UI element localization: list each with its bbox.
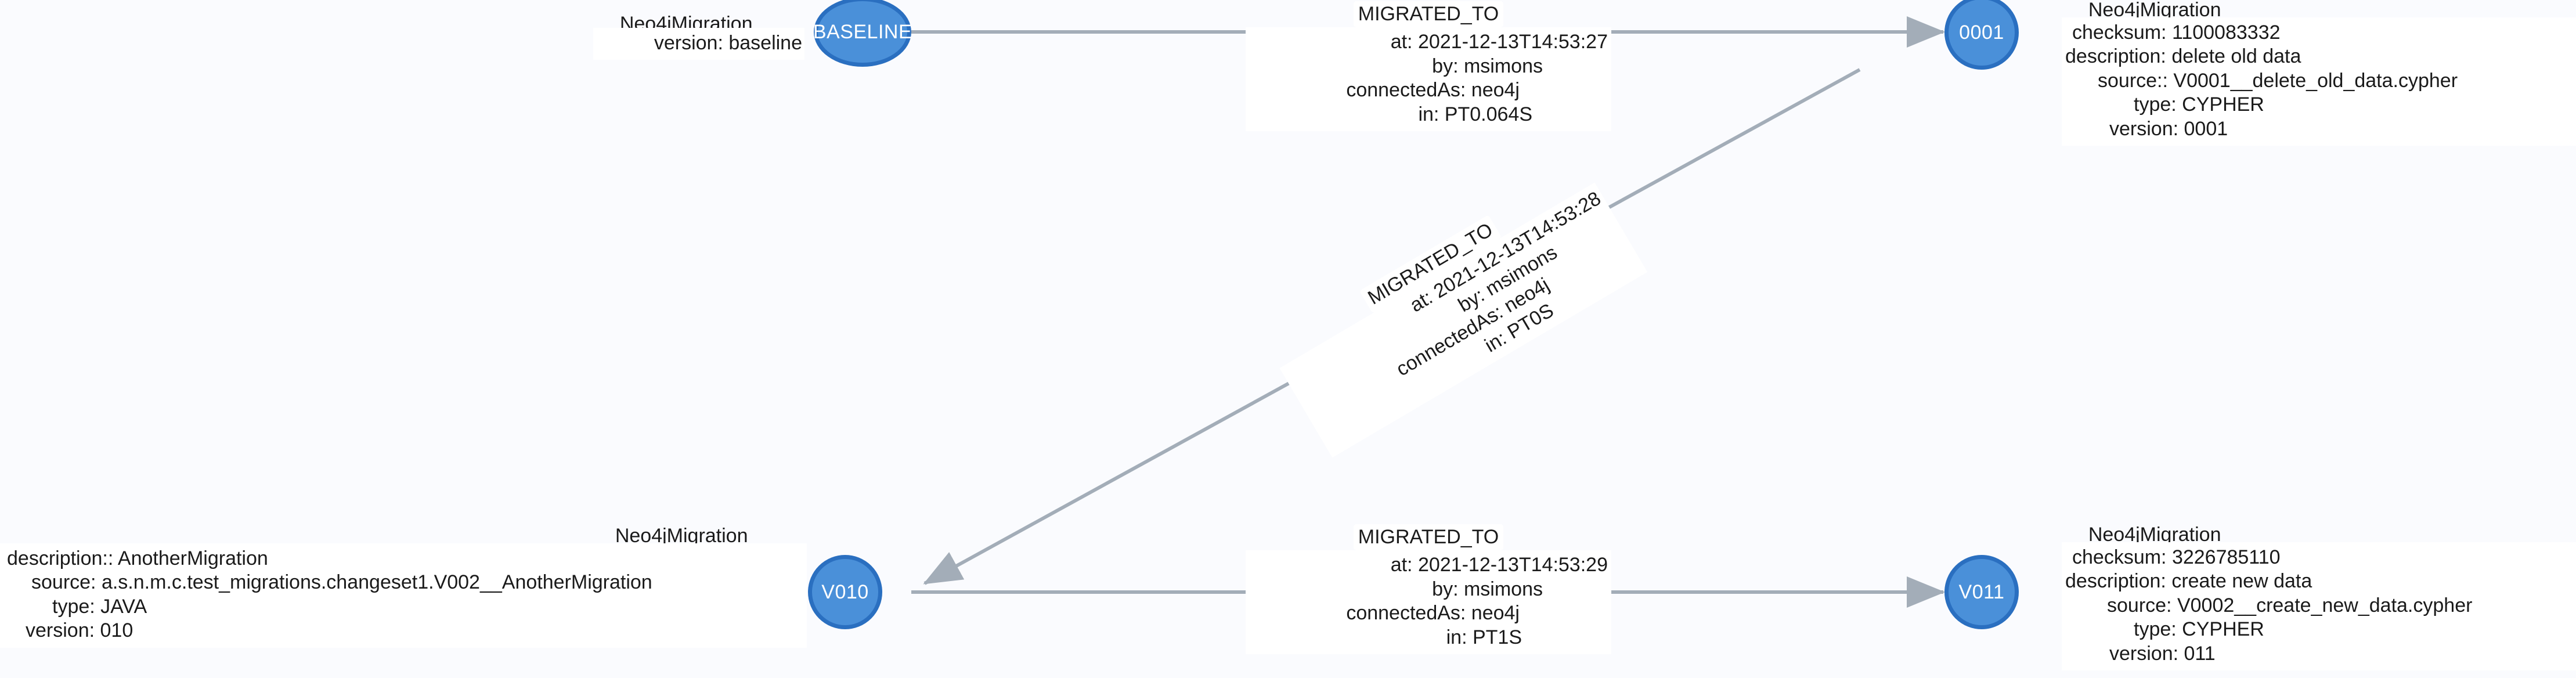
relationship-label-v010-v011[interactable]: MIGRATED_TO at: 2021-12-13T14:53:29 by: …	[1246, 524, 1611, 655]
relationship-property-line: connectedAs: neo4j	[1346, 79, 1520, 102]
node-v010-properties: description:: AnotherMigration source: a…	[0, 543, 807, 648]
relationship-properties: at: 2021-12-13T14:53:27 by: msimons conn…	[1246, 27, 1611, 132]
property-line: version: baseline	[654, 32, 802, 54]
node-v010-label-text: __Neo4jMigration	[593, 525, 748, 547]
node-baseline-caption: BASELINE	[813, 20, 912, 43]
property-line: description: delete old data	[2065, 45, 2301, 68]
relationship-type: MIGRATED_TO	[1353, 524, 1504, 551]
property-line: description: create new data	[2065, 570, 2312, 593]
relationship-label-baseline-0001[interactable]: MIGRATED_TO at: 2021-12-13T14:53:27 by: …	[1246, 1, 1611, 132]
node-v010-caption: V010	[821, 580, 869, 603]
property-line: version: 011	[2109, 642, 2216, 665]
node-0001-caption: 0001	[1959, 21, 2004, 44]
property-line: version: 010	[26, 619, 134, 642]
relationship-properties: at: 2021-12-13T14:53:29 by: msimons conn…	[1246, 550, 1611, 655]
node-baseline-properties: version: baseline	[593, 28, 804, 60]
property-line: type: CYPHER	[2134, 618, 2264, 641]
node-v011-label-text: __Neo4jMigration	[2066, 524, 2221, 546]
property-line: checksum: 1100083332	[2072, 21, 2281, 44]
relationship-label-0001-v010[interactable]: MIGRATED_TO at: 2021-12-13T14:53:28 by: …	[1267, 160, 1648, 458]
property-line: checksum: 3226785110	[2072, 546, 2281, 568]
node-0001[interactable]: 0001	[1944, 0, 2019, 70]
relationship-type-wrap: MIGRATED_TO	[1246, 524, 1611, 551]
relationship-type-wrap: MIGRATED_TO	[1246, 1, 1611, 28]
property-line: source:: V0001__delete_old_data.cypher	[2098, 69, 2458, 92]
property-line: type: JAVA	[52, 595, 147, 618]
property-line: version: 0001	[2109, 117, 2228, 140]
property-line: source: V0002__create_new_data.cypher	[2107, 594, 2473, 616]
node-v011[interactable]: V011	[1944, 555, 2019, 629]
relationship-property-line: at: 2021-12-13T14:53:27	[1390, 31, 1608, 53]
node-v011-caption: V011	[1958, 580, 2005, 603]
node-v010[interactable]: V010	[808, 555, 882, 629]
relationship-property-line: connectedAs: neo4j	[1346, 602, 1520, 625]
relationship-property-line: by: msimons	[1432, 55, 1543, 77]
node-0001-label-text: __Neo4jMigration	[2066, 0, 2221, 21]
relationship-property-line: in: PT0.064S	[1418, 103, 1532, 125]
property-line: description:: AnotherMigration	[7, 547, 268, 569]
node-baseline[interactable]: BASELINE	[813, 0, 912, 67]
property-line: source: a.s.n.m.c.test_migrations.change…	[31, 571, 652, 594]
node-v011-properties: checksum: 3226785110 description: create…	[2062, 542, 2576, 671]
relationship-property-line: in: PT1S	[1446, 626, 1522, 648]
relationship-property-line: by: msimons	[1432, 578, 1543, 600]
relationship-property-line: at: 2021-12-13T14:53:29	[1390, 554, 1608, 576]
property-line: type: CYPHER	[2134, 93, 2264, 116]
node-0001-properties: checksum: 1100083332 description: delete…	[2062, 17, 2576, 146]
relationship-type: MIGRATED_TO	[1353, 1, 1504, 28]
